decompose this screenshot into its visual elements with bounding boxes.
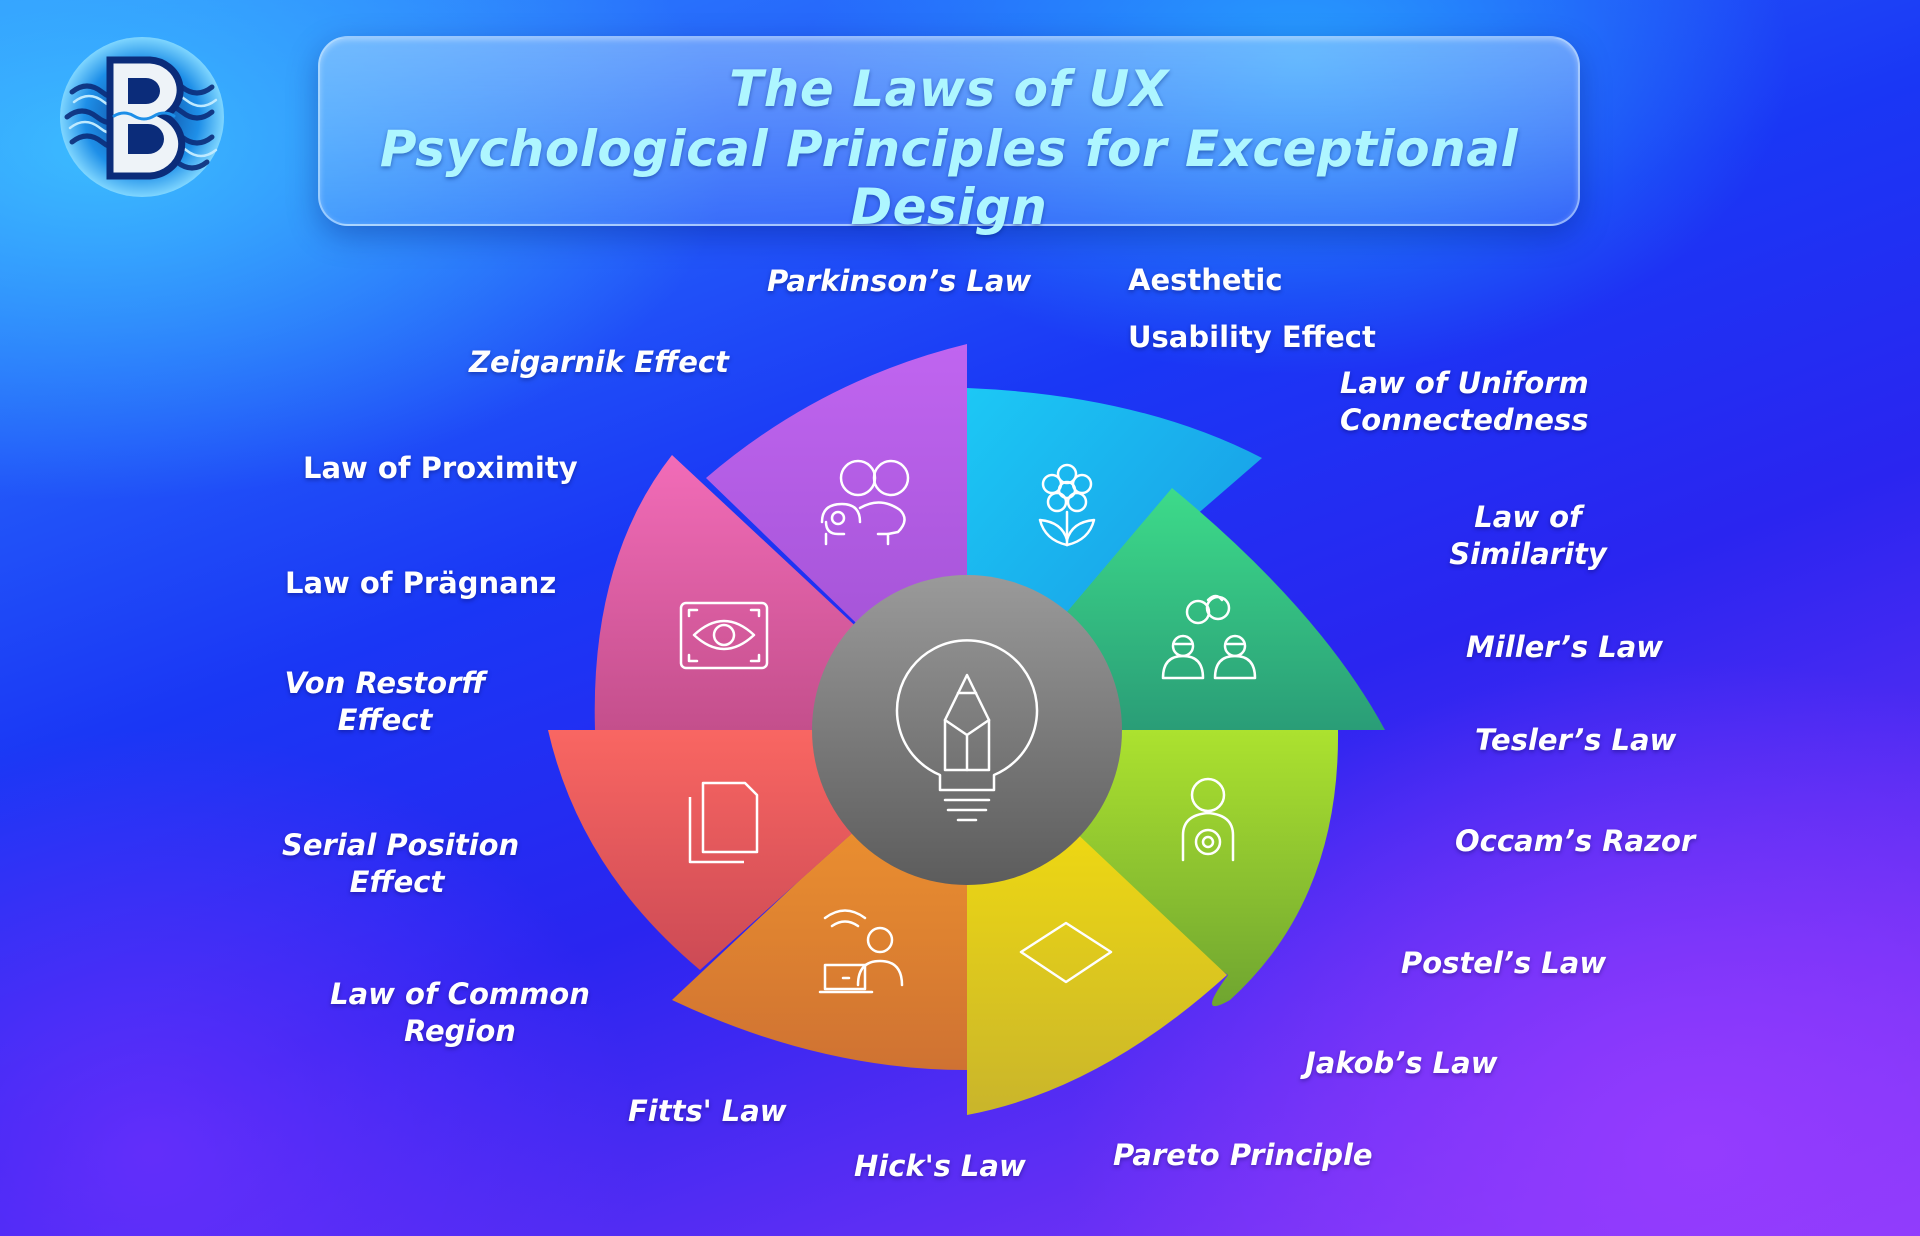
label-uniform-connectedness-2: Connectedness	[1340, 403, 1589, 437]
title-banner: The Laws of UX Psychological Principles …	[318, 36, 1580, 236]
label-law-of-proximity: Law of Proximity	[303, 451, 578, 485]
people-chat-icon	[820, 459, 910, 546]
label-jakobs-law: Jakob’s Law	[1305, 1046, 1498, 1080]
label-uniform-connectedness-1: Law of Uniform	[1340, 366, 1589, 400]
label-von-restorff-2: Effect	[337, 703, 433, 737]
flower-icon	[1038, 463, 1096, 547]
label-zeigarnik-effect: Zeigarnik Effect	[469, 345, 729, 379]
label-similarity-2: Similarity	[1449, 537, 1607, 571]
label-similarity-1: Law of	[1474, 500, 1582, 534]
documents-icon	[688, 781, 759, 864]
label-law-of-pragnanz: Law of Prägnanz	[285, 566, 557, 600]
people-laptop-icon	[818, 909, 904, 994]
eye-frame-icon	[679, 601, 769, 670]
label-serial-position-2: Effect	[349, 865, 445, 899]
person-target-icon	[1181, 777, 1235, 862]
label-postels-law: Postel’s Law	[1401, 946, 1607, 980]
label-aesthetic: Aesthetic	[1128, 263, 1283, 297]
people-connected-icon	[1161, 594, 1257, 680]
label-fitts-law: Fitts' Law	[628, 1094, 787, 1128]
diamond-icon	[1019, 921, 1113, 984]
label-serial-position-1: Serial Position	[282, 828, 520, 862]
title-line-2: Psychological Principles for Exceptional…	[379, 120, 1519, 236]
label-pareto-principle: Pareto Principle	[1113, 1138, 1373, 1172]
label-hicks-law: Hick's Law	[854, 1149, 1026, 1183]
label-teslers-law: Tesler’s Law	[1475, 723, 1677, 757]
label-usability-effect: Usability Effect	[1128, 320, 1376, 354]
label-parkinsons-law: Parkinson’s Law	[767, 264, 1032, 298]
lightbulb-pencil-icon	[895, 639, 1039, 822]
label-common-region-2: Region	[404, 1014, 516, 1048]
label-common-region-1: Law of Common	[330, 977, 590, 1011]
label-occams-razor: Occam’s Razor	[1455, 824, 1696, 858]
title-line-1: The Laws of UX	[729, 60, 1169, 118]
label-von-restorff-1: Von Restorff	[284, 666, 486, 700]
center-hub	[812, 575, 1122, 885]
brain-logo	[60, 37, 224, 197]
label-millers-law: Miller’s Law	[1466, 630, 1664, 664]
